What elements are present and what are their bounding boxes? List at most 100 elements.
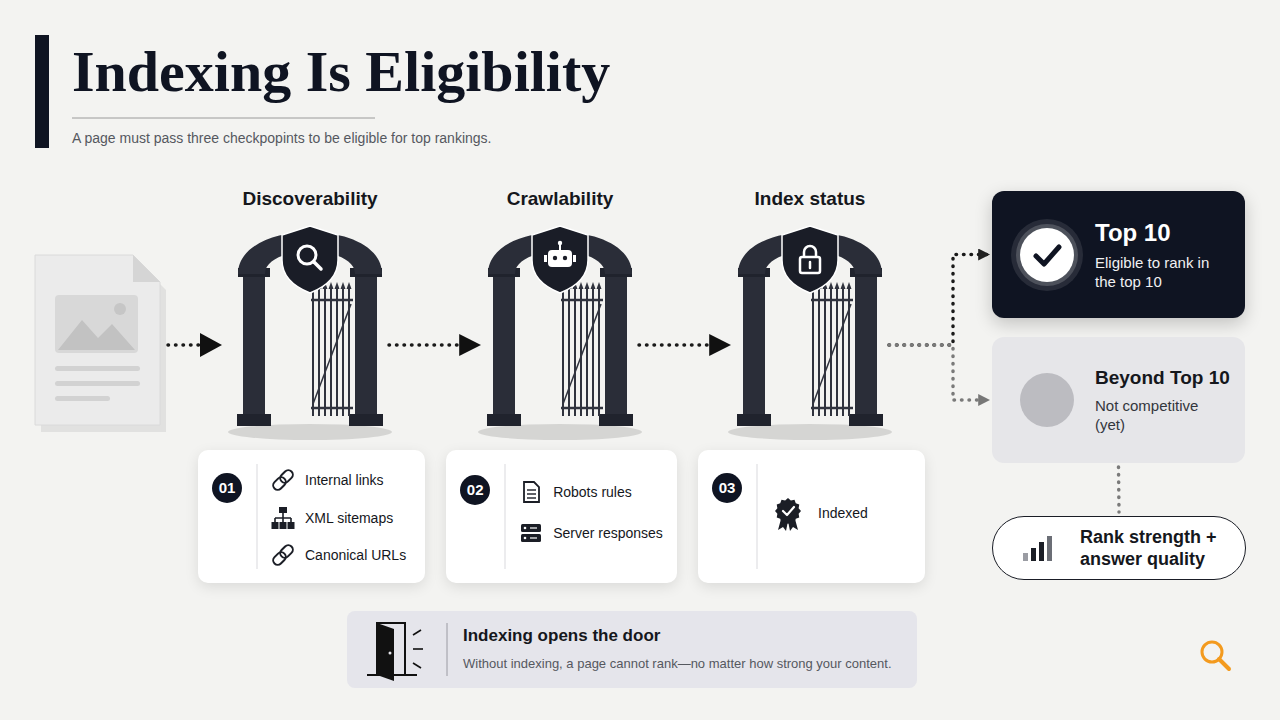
document-icon [524,482,539,502]
gate-bar [580,288,582,416]
sitemap-leaf [280,522,287,529]
node-text: Server responses [553,525,663,542]
server-icon [521,524,541,542]
step-number: 02 [460,475,490,505]
bar-chart-icon [1023,536,1052,561]
document-outline [524,482,539,502]
flow-connector [389,343,479,347]
doc-sun [114,303,126,315]
node-text: 03 [712,473,742,503]
node-heading: Internal links [305,472,384,489]
banner-divider [447,623,448,676]
gate-bar [824,288,826,416]
lock-keyhole [809,262,812,268]
gate-bar [330,288,332,416]
gate-spike [335,282,340,289]
gate-rail [811,407,853,410]
gate-base [349,414,383,426]
gate-bar [342,288,344,416]
door-ray [413,648,423,650]
gate-rail [311,407,353,410]
search-logo [1202,642,1229,669]
door-floor [367,674,417,676]
checkpoint-gate: Crawlability [485,182,635,440]
gate-rail [561,299,603,302]
check-glow [1016,224,1078,286]
node-heading: Robots rules [553,484,632,501]
door-icon [367,623,423,681]
node-heading: Top 10 [1095,218,1171,247]
gate-brace [313,304,351,404]
checkpoint-card: 01Internal linksXML sitemapsCanonical UR… [198,450,425,583]
flow-connector [1117,467,1121,512]
robot-eye [563,256,567,260]
logo-handle [1219,659,1229,669]
gate-bar [568,288,570,416]
gate-bar [324,288,326,416]
gate-pillar [743,274,765,419]
doc-line [55,381,140,386]
gate-bar [830,288,832,416]
node-text: Eligible to rank in the top 10 [1095,253,1230,291]
node-text: 01 [212,473,242,503]
link-icon [271,468,294,491]
gate-shield [782,226,838,293]
document-line [527,493,536,494]
step-number: 03 [712,473,742,503]
sitemap-root [279,507,287,513]
gate-bar [318,288,320,416]
gate-bar [812,288,814,416]
gate-bar [336,288,338,416]
server-light [524,537,527,540]
gate-bar [574,288,576,416]
node-text: Index status [710,187,910,210]
badge-check [783,507,794,515]
node-text: Rank strength + answer quality [1080,526,1230,570]
node-text: Not competitive (yet) [1095,396,1225,434]
gate-base [237,414,271,426]
node-text: Crawlability [460,187,660,210]
factor-pill: Rank strength + answer quality [992,516,1246,580]
step-number: 01 [212,473,242,503]
outcome-box: Beyond Top 10Not competitive (yet) [992,337,1245,463]
gate-bar [562,288,564,416]
robot-ear [573,255,576,262]
gate-shield [532,226,588,293]
gate-bars [311,282,354,416]
server-light [524,527,527,530]
shield-handle [314,262,321,269]
gate-base [849,414,883,426]
node-text: Discoverability [210,187,410,210]
gate-rail [561,407,603,410]
gate-shadow [478,424,642,440]
link-icon [271,543,294,566]
flow-connector [889,345,989,400]
node-heading: Indexing opens the door [463,626,660,646]
gate-spike [329,282,334,289]
gate-drawing [485,182,635,440]
door-knob [389,652,392,655]
note-banner: Indexing opens the doorWithout indexing,… [347,611,917,688]
flow-connector [889,255,989,346]
badge-rosette [775,498,801,524]
gate-shadow [228,424,392,440]
card-divider [505,464,506,569]
bar [1039,542,1044,561]
gate-bar [842,288,844,416]
door-ray [413,630,421,635]
sitemap-leaf [272,522,279,529]
gate-pillar [355,274,377,419]
status-dot [1020,373,1074,427]
node-text: Canonical URLs [305,547,406,564]
check-mark [1036,247,1059,264]
gate-base [599,414,633,426]
gate-spike [597,282,602,289]
outcome-box: Top 10 Eligible to rank in the top 10 [992,191,1245,318]
title: Indexing Is Eligibility [72,38,610,106]
checkpoint-gate: Index status [735,182,885,440]
door-ray [413,663,421,668]
doc-mountains [58,320,135,350]
link-loop [278,468,294,484]
gate-spike [341,282,346,289]
